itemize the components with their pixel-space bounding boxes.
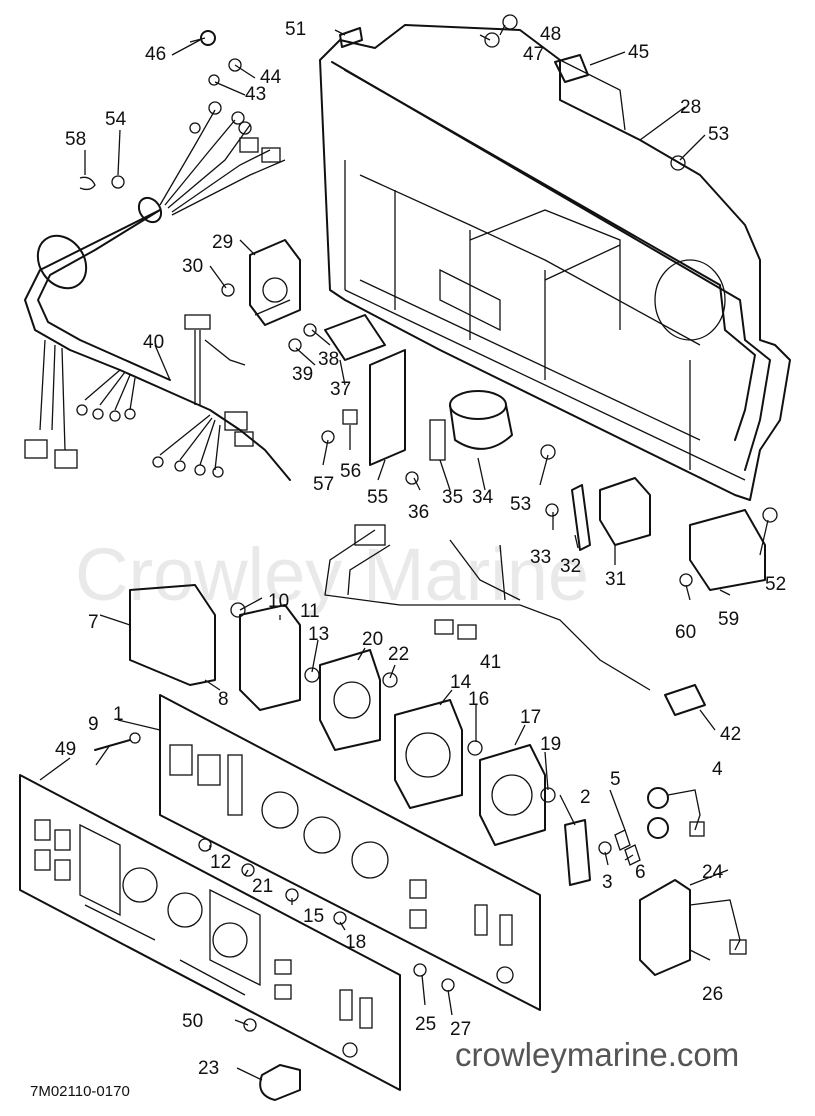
callout-44: 44 [260, 67, 282, 88]
callout-41: 41 [480, 652, 501, 673]
callout-5: 5 [610, 769, 621, 790]
callout-38: 38 [318, 349, 339, 370]
callout-7: 7 [88, 612, 99, 633]
callout-15: 15 [303, 906, 324, 927]
gasket-top [339, 27, 363, 48]
wire-lead [324, 524, 651, 691]
callout-28: 28 [680, 97, 701, 118]
watermark-text: Crowley Marine [75, 533, 589, 616]
callout-53-top: 53 [708, 124, 729, 145]
callout-3: 3 [602, 872, 613, 893]
callout-60: 60 [675, 622, 696, 643]
callout-48: 48 [540, 24, 561, 45]
callout-4: 4 [712, 759, 723, 780]
callout-29: 29 [212, 232, 233, 253]
callout-54: 54 [105, 109, 127, 130]
callout-46: 46 [145, 44, 166, 65]
callout-14: 14 [450, 672, 472, 693]
callout-2: 2 [580, 787, 591, 808]
clip-part [554, 54, 589, 83]
callout-27: 27 [450, 1019, 471, 1040]
receptacle-large [394, 699, 463, 809]
circuit-board [369, 349, 406, 466]
receptacle-twistlock [319, 649, 381, 751]
circuit-breaker [129, 584, 216, 686]
callout-58: 58 [65, 129, 86, 150]
callout-26: 26 [702, 984, 723, 1005]
callout-55: 55 [367, 487, 388, 508]
callout-42: 42 [720, 724, 741, 745]
callout-52: 52 [765, 574, 786, 595]
wire-harness [24, 101, 291, 481]
callout-11: 11 [300, 601, 320, 622]
callout-59: 59 [718, 609, 739, 630]
callout-51: 51 [285, 19, 306, 40]
callout-36: 36 [408, 502, 429, 523]
callout-53-mid: 53 [510, 494, 531, 515]
control-box-housing [319, 24, 791, 501]
callout-21: 21 [252, 876, 273, 897]
callout-33: 33 [530, 547, 551, 568]
callout-35: 35 [442, 487, 463, 508]
callout-50: 50 [182, 1011, 203, 1032]
control-panel [159, 694, 541, 1011]
callout-43: 43 [245, 84, 266, 105]
switch-part [639, 879, 747, 976]
callout-47: 47 [523, 44, 544, 65]
callout-56: 56 [340, 461, 361, 482]
callout-17: 17 [520, 707, 541, 728]
callout-19: 19 [540, 734, 561, 755]
duplex-outlet [239, 604, 301, 711]
callout-23: 23 [198, 1058, 219, 1079]
callout-20: 20 [362, 629, 383, 650]
callout-31: 31 [605, 569, 626, 590]
front-plate [19, 774, 401, 1091]
callout-1: 1 [113, 704, 124, 725]
bracket-part [571, 484, 591, 551]
callout-39: 39 [292, 364, 313, 385]
website-url: crowleymarine.com [455, 1036, 739, 1073]
callout-45: 45 [628, 42, 649, 63]
capacitor-part [429, 390, 513, 461]
terminal-connector [664, 684, 706, 716]
solenoid-part [599, 477, 651, 546]
callout-24: 24 [702, 862, 724, 883]
callout-49: 49 [55, 739, 76, 760]
lamp-holder [564, 819, 591, 886]
callout-25: 25 [415, 1014, 436, 1035]
callout-18: 18 [345, 932, 366, 953]
callout-6: 6 [635, 862, 646, 883]
fuse-holder [259, 1064, 301, 1101]
callout-16: 16 [468, 689, 489, 710]
relay-block [689, 509, 766, 591]
callout-8: 8 [218, 689, 229, 710]
gasket-plate [324, 314, 386, 361]
pilot-lamp [647, 787, 705, 839]
callout-32: 32 [560, 556, 581, 577]
callout-10: 10 [268, 591, 289, 612]
leader-lines [39, 24, 769, 1081]
callout-37: 37 [330, 379, 351, 400]
transformer-part [249, 239, 301, 326]
catalog-number: 7M02110-0170 [30, 1083, 130, 1100]
part-callouts: 46 51 48 47 45 44 43 28 54 58 53 29 30 4… [55, 19, 786, 1079]
callout-22: 22 [388, 644, 409, 665]
callout-34: 34 [472, 487, 494, 508]
callout-30: 30 [182, 256, 203, 277]
callout-57: 57 [313, 474, 334, 495]
callout-9: 9 [88, 714, 99, 735]
callout-13: 13 [308, 624, 329, 645]
callout-40: 40 [143, 332, 164, 353]
callout-12: 12 [210, 852, 231, 873]
fastener-set [79, 14, 778, 1032]
receptacle-right [479, 744, 546, 846]
